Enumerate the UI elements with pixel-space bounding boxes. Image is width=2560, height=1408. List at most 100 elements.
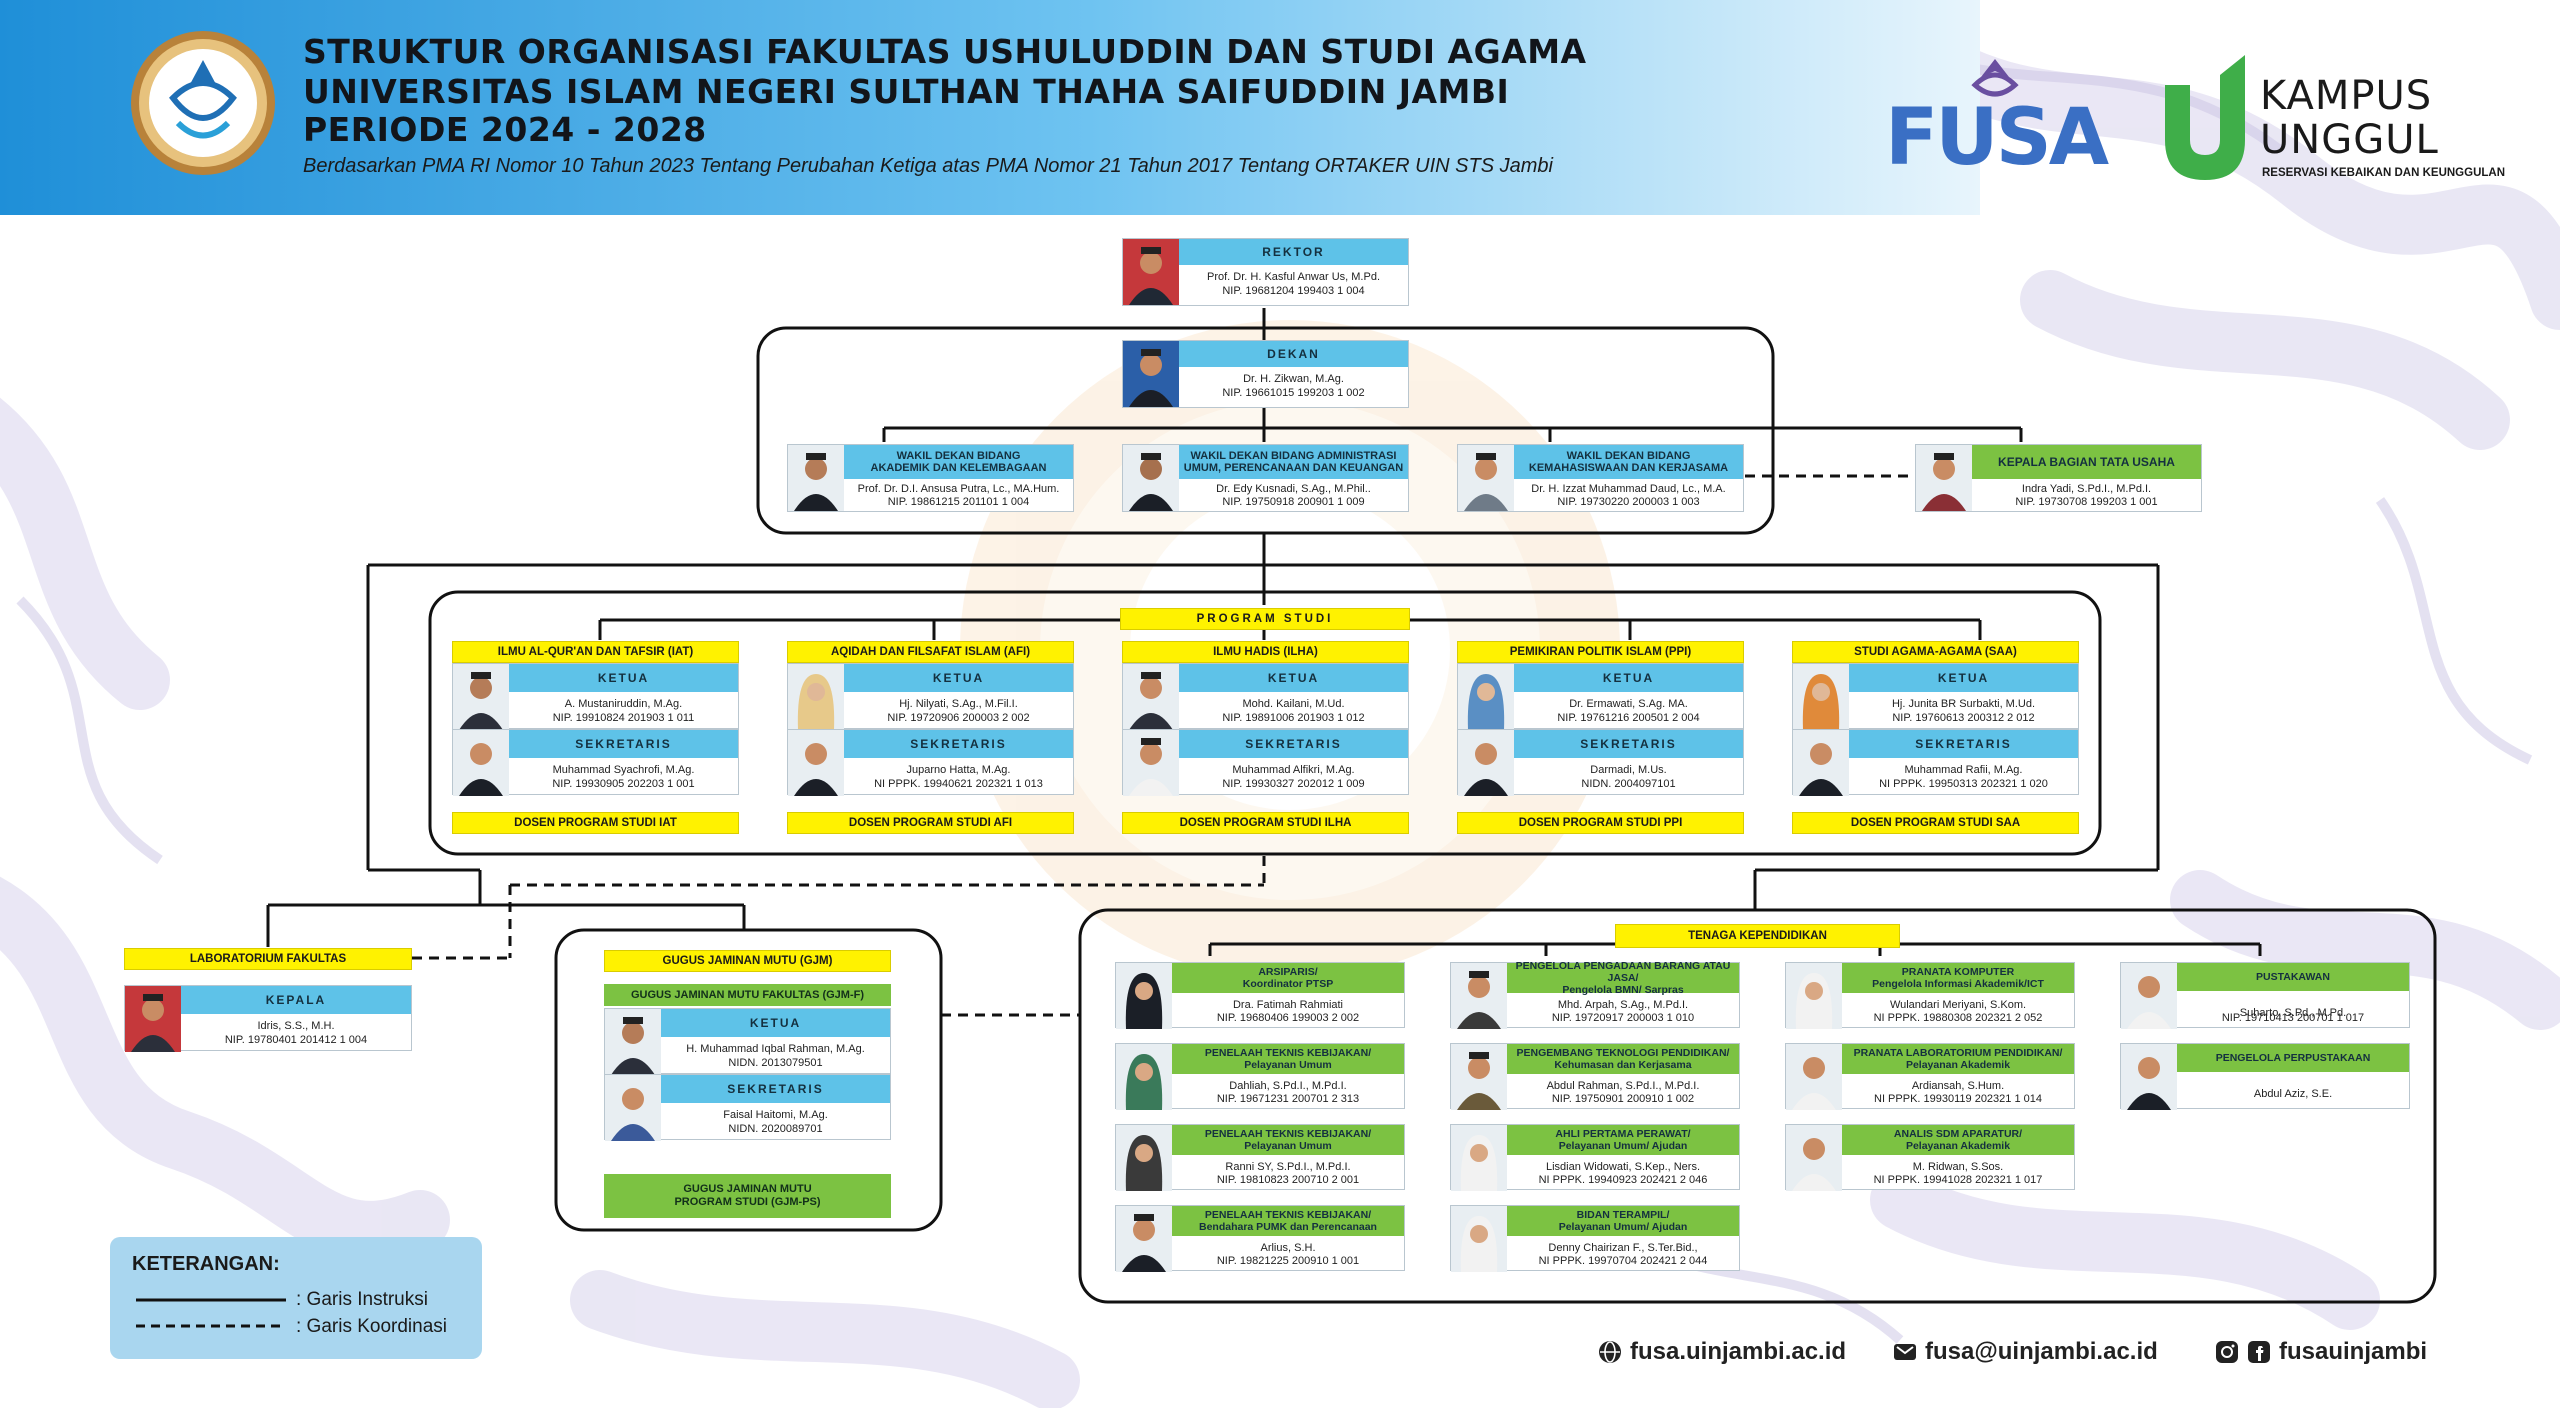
tendik-title-line2: Pengelola BMN/ Sarpras xyxy=(1562,984,1684,996)
legend-box: KETERANGAN: : Garis Instruksi : Garis Ko… xyxy=(110,1237,482,1359)
prodi-ketua-nip: NIP. 19761216 200501 2 004 xyxy=(1557,712,1700,724)
prodi-sekretaris-label: SEKRETARIS xyxy=(1514,730,1743,758)
tendik-card: AHLI PERTAMA PERAWAT/Pelayanan Umum/ Aju… xyxy=(1450,1124,1740,1191)
dekan-nip: NIP. 19661015 199203 1 002 xyxy=(1222,387,1365,399)
prodi-name: ILMU AL-QUR'AN DAN TAFSIR (IAT) xyxy=(452,641,739,663)
tendik-title-line1: PENELAAH TEKNIS KEBIJAKAN/ xyxy=(1204,1128,1372,1140)
tendik-name: Suharto, S.Pd., M.Pd. xyxy=(2239,1007,2347,1019)
globe-icon xyxy=(1599,1341,1621,1363)
tendik-title-line1: PENGELOLA PENGADAAN BARANG ATAU JASA/ xyxy=(1515,960,1731,984)
contact-social[interactable]: fusauinjambi xyxy=(2215,1338,2427,1366)
avatar xyxy=(1123,239,1179,305)
tendik-nip: NI PPPK. 19941028 202321 1 017 xyxy=(1873,1174,2043,1186)
gjm-ketua-card: KETUA H. Muhammad Iqbal Rahman, M.Ag. NI… xyxy=(604,1008,891,1075)
prodi-sekretaris-label: SEKRETARIS xyxy=(1179,730,1408,758)
avatar xyxy=(1458,730,1514,796)
prodi-sek-nip: NIP. 19930905 202203 1 001 xyxy=(552,778,695,790)
tendik-title: PENELAAH TEKNIS KEBIJAKAN/Pelayanan Umum xyxy=(1172,1125,1404,1155)
prodi-dosen: DOSEN PROGRAM STUDI ILHA xyxy=(1122,812,1409,834)
tendik-title-line1: ARSIPARIS/ xyxy=(1258,966,1318,978)
tendik-name: Ardiansah, S.Hum. xyxy=(1911,1080,2005,1092)
avatar xyxy=(1123,445,1179,511)
avatar xyxy=(1451,1044,1507,1110)
wd1-name: Prof. Dr. D.I. Ansusa Putra, Lc., MA.Hum… xyxy=(857,483,1060,495)
prodi-sek-name: Darmadi, M.Us. xyxy=(1590,764,1667,776)
tendik-name: Abdul Rahman, S.Pd.I., M.Pd.I. xyxy=(1546,1080,1700,1092)
contact-web[interactable]: fusa.uinjambi.ac.id xyxy=(1598,1338,1846,1366)
tendik-title: PENGELOLA PERPUSTAKAAN xyxy=(2177,1044,2409,1072)
wd1-title-line2: AKADEMIK DAN KELEMBAGAAN xyxy=(870,462,1047,474)
gjm-ketua-name: H. Muhammad Iqbal Rahman, M.Ag. xyxy=(686,1043,865,1055)
lab-name: Idris, S.S., M.H. xyxy=(257,1020,335,1032)
prodi-ketua-name: A. Mustaniruddin, M.Ag. xyxy=(564,698,683,710)
avatar xyxy=(1458,445,1514,511)
prodi-sek-nip: NIP. 19930327 202012 1 009 xyxy=(1222,778,1365,790)
avatar xyxy=(1123,341,1179,407)
prodi-ketua-name: Dr. Ermawati, S.Ag. MA. xyxy=(1569,698,1688,710)
prodi-sek-nip: NI PPPK. 19950313 202321 1 020 xyxy=(1879,778,2048,790)
tendik-title-line2: Pengelola Informasi Akademik/ICT xyxy=(1872,978,2044,990)
prodi-name: AQIDAH DAN FILSAFAT ISLAM (AFI) xyxy=(787,641,1074,663)
rektor-nip: NIP. 19681204 199403 1 004 xyxy=(1222,285,1365,297)
avatar xyxy=(1116,963,1172,1029)
title-line1: STRUKTUR ORGANISASI FAKULTAS USHULUDDIN … xyxy=(303,32,1587,71)
tendik-card: PENELAAH TEKNIS KEBIJAKAN/Bendahara PUMK… xyxy=(1115,1205,1405,1272)
gjm-ps-line2: PROGRAM STUDI (GJM-PS) xyxy=(674,1196,821,1208)
tendik-name: Abdul Aziz, S.E. xyxy=(2253,1088,2333,1100)
contact-email-text: fusa@uinjambi.ac.id xyxy=(1925,1338,2158,1365)
tendik-title: PENELAAH TEKNIS KEBIJAKAN/Pelayanan Umum xyxy=(1172,1044,1404,1074)
tendik-card: PENGELOLA PENGADAAN BARANG ATAU JASA/Pen… xyxy=(1450,960,1740,1029)
prodi-dosen: DOSEN PROGRAM STUDI IAT xyxy=(452,812,739,834)
wd1-title-line1: WAKIL DEKAN BIDANG xyxy=(896,450,1021,462)
kampus-text: KAMPUS xyxy=(2260,73,2433,119)
avatar xyxy=(788,730,844,796)
gjm-ps: GUGUS JAMINAN MUTU PROGRAM STUDI (GJM-PS… xyxy=(604,1174,891,1218)
title-line2: UNIVERSITAS ISLAM NEGERI SULTHAN THAHA S… xyxy=(303,72,1510,111)
prodi-dosen: DOSEN PROGRAM STUDI PPI xyxy=(1457,812,1744,834)
tendik-nip: NIP. 19750901 200910 1 002 xyxy=(1551,1093,1695,1105)
tendik-nip: NI PPPK. 19970704 202421 2 044 xyxy=(1538,1255,1708,1267)
gjm-ketua-nip: NIDN. 2013079501 xyxy=(728,1057,823,1069)
kabag-card: KEPALA BAGIAN TATA USAHA Indra Yadi, S.P… xyxy=(1915,444,2202,512)
tendik-title: ANALIS SDM APARATUR/Pelayanan Akademik xyxy=(1842,1125,2074,1155)
avatar xyxy=(2121,1044,2177,1110)
tendik-title-line2: Pelayanan Akademik xyxy=(1905,1140,2011,1152)
unggul-text: UNGGUL xyxy=(2260,117,2439,163)
avatar xyxy=(1916,445,1972,511)
tendik-title: PENGEMBANG TEKNOLOGI PENDIDIKAN/Kehumasa… xyxy=(1507,1044,1739,1074)
tendik-title-line2: Pelayanan Umum/ Ajudan xyxy=(1558,1221,1688,1233)
prodi-ketua-name: Mohd. Kailani, M.Ud. xyxy=(1242,698,1345,710)
fusa-emblem-icon xyxy=(1971,59,2019,97)
tendik-title-line2: Pelayanan Umum xyxy=(1244,1059,1332,1071)
fusa-logo: FUSA xyxy=(1885,55,2125,183)
tendik-title-line1: PRANATA KOMPUTER xyxy=(1901,966,2015,978)
contact-web-text: fusa.uinjambi.ac.id xyxy=(1630,1338,1847,1365)
legend-dashed-label: : Garis Koordinasi xyxy=(296,1316,448,1337)
prodi-ketua-label: KETUA xyxy=(1179,664,1408,692)
wd3-title-line1: WAKIL DEKAN BIDANG xyxy=(1566,450,1691,462)
header-band xyxy=(0,0,1980,215)
wd2-title-line2: UMUM, PERENCANAAN DAN KEUANGAN xyxy=(1183,462,1404,474)
avatar xyxy=(2121,963,2177,1029)
title-line3: PERIODE 2024 - 2028 xyxy=(303,110,707,149)
contact-email[interactable]: fusa@uinjambi.ac.id xyxy=(1893,1338,2158,1366)
tendik-card: PENGEMBANG TEKNOLOGI PENDIDIKAN/Kehumasa… xyxy=(1450,1043,1740,1110)
prodi-sek-name: Juparno Hatta, M.Ag. xyxy=(906,764,1011,776)
gjm-sek-label: SEKRETARIS xyxy=(661,1075,890,1103)
lab-title: LABORATORIUM FAKULTAS xyxy=(124,948,412,970)
avatar xyxy=(453,664,509,730)
tendik-name: Wulandari Meriyani, S.Kom. xyxy=(1889,999,2027,1011)
wd2-name: Dr. Edy Kusnadi, S.Ag., M.Phil.. xyxy=(1216,483,1371,495)
tendik-card: PENELAAH TEKNIS KEBIJAKAN/Pelayanan Umum… xyxy=(1115,1124,1405,1191)
prodi-sek-name: Muhammad Syachrofi, M.Ag. xyxy=(552,764,695,776)
gjm-ps-line1: GUGUS JAMINAN MUTU xyxy=(683,1183,812,1195)
